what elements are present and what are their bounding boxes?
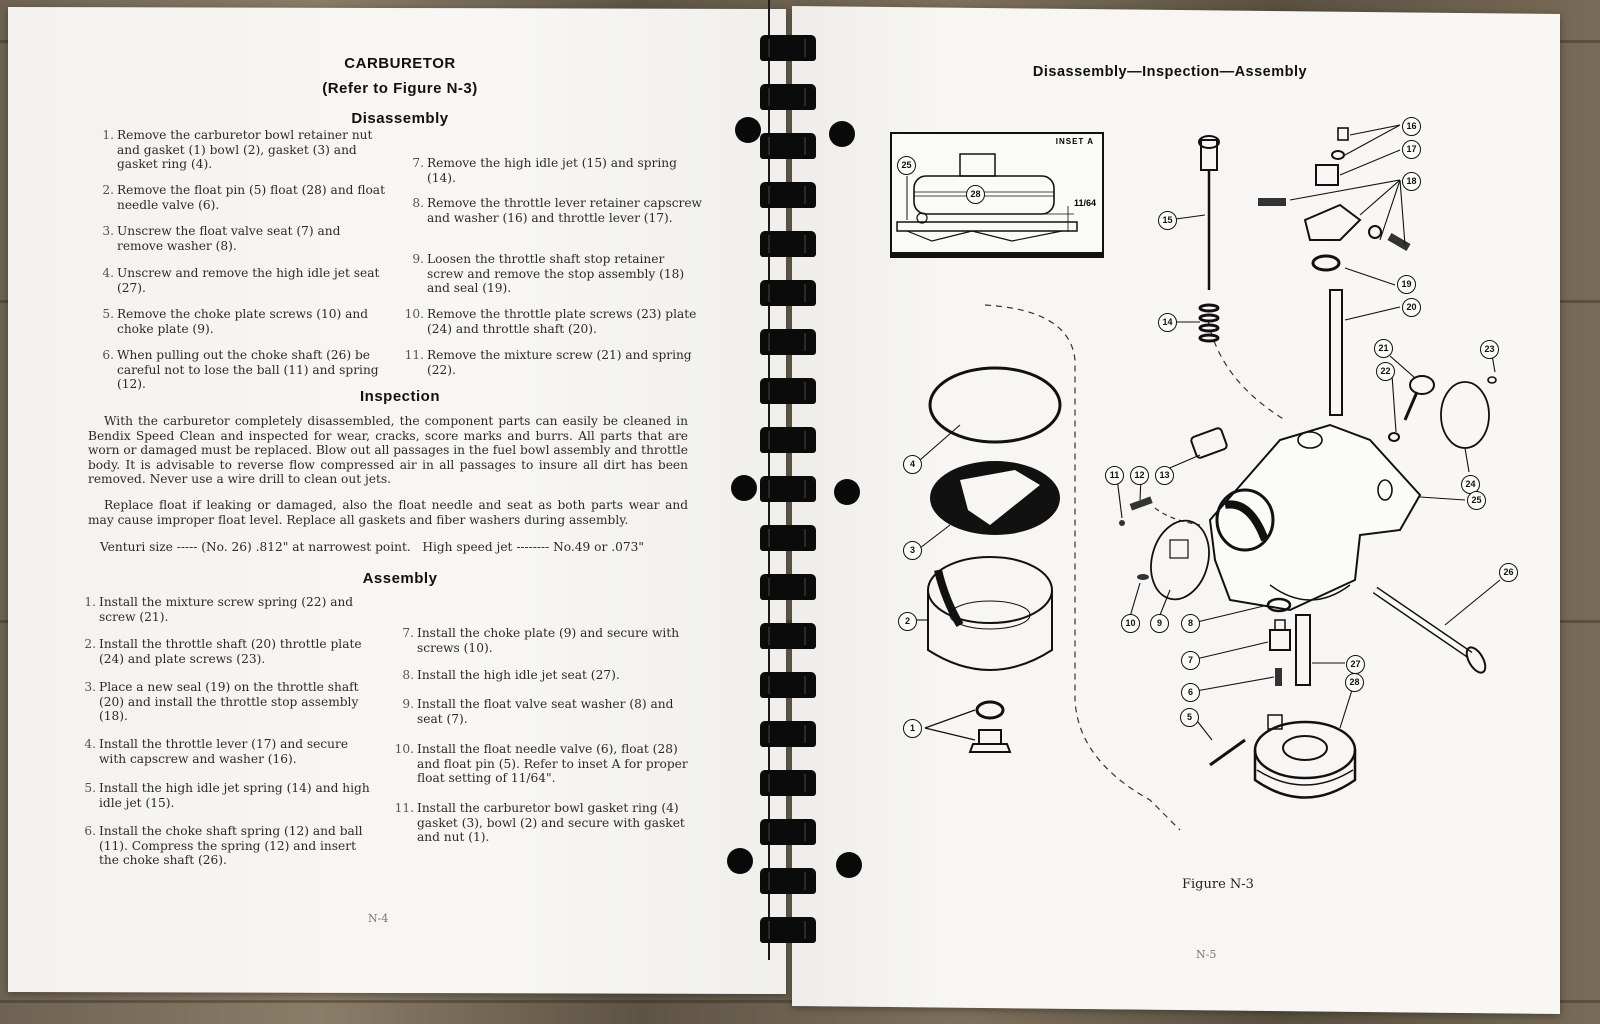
- callout-2: 2: [898, 612, 917, 631]
- callout-25: 25: [1467, 491, 1486, 510]
- callout-12: 12: [1130, 466, 1149, 485]
- callout-17: 17: [1402, 140, 1421, 159]
- assembly-step: 2.Install the throttle shaft (20) thrott…: [84, 637, 362, 666]
- callout-20: 20: [1402, 298, 1421, 317]
- callout-6: 6: [1181, 683, 1200, 702]
- callout-22: 22: [1376, 362, 1395, 381]
- callout-3: 3: [903, 541, 922, 560]
- disassembly-step: 2.Remove the float pin (5) float (28) an…: [102, 183, 385, 212]
- callout-25: 25: [897, 156, 916, 175]
- assembly-heading: Assembly: [362, 570, 438, 587]
- inspection-paragraph: With the carburetor completely disassemb…: [88, 414, 688, 486]
- disassembly-heading: Disassembly: [351, 110, 449, 127]
- assembly-step: 6.Install the choke shaft spring (12) an…: [84, 824, 363, 867]
- inset-label: INSET A: [1055, 137, 1094, 146]
- callout-19: 19: [1397, 275, 1416, 294]
- assembly-step: 10.Install the float needle valve (6), f…: [394, 742, 688, 785]
- disassembly-step: 5.Remove the choke plate screws (10) and…: [102, 307, 369, 336]
- assembly-step: 5.Install the high idle jet spring (14) …: [84, 781, 370, 810]
- disassembly-step: 11.Remove the mixture screw (21) and spr…: [404, 348, 692, 377]
- inset-a: INSET A 25 28 11/64: [890, 132, 1104, 258]
- callout-18: 18: [1402, 172, 1421, 191]
- section-title: CARBURETOR: [344, 55, 456, 72]
- callout-5: 5: [1180, 708, 1199, 727]
- callout-14: 14: [1158, 313, 1177, 332]
- assembly-step: 4.Install the throttle lever (17) and se…: [84, 737, 349, 766]
- spec-line: Venturi size ----- (No. 26) .812" at nar…: [100, 540, 644, 554]
- assembly-step: 7.Install the choke plate (9) and secure…: [402, 626, 680, 655]
- page-header: Disassembly—Inspection—Assembly: [1032, 64, 1308, 80]
- float-setting-dimension: 11/64: [1073, 198, 1096, 208]
- assembly-step: 1.Install the mixture screw spring (22) …: [84, 595, 354, 624]
- callout-24: 24: [1461, 475, 1480, 494]
- float-level-drawing: [896, 153, 1078, 242]
- callout-21: 21: [1374, 339, 1393, 358]
- callout-28: 28: [966, 185, 985, 204]
- callout-10: 10: [1121, 614, 1140, 633]
- page-number-left: N-4: [368, 912, 389, 925]
- callout-8: 8: [1181, 614, 1200, 633]
- callout-7: 7: [1181, 651, 1200, 670]
- disassembly-step: 10.Remove the throttle plate screws (23)…: [404, 307, 697, 336]
- disassembly-step: 4.Unscrew and remove the high idle jet s…: [102, 266, 380, 295]
- assembly-step: 3.Place a new seal (19) on the throttle …: [84, 680, 359, 723]
- callout-26: 26: [1499, 563, 1518, 582]
- callout-1: 1: [903, 719, 922, 738]
- disassembly-step: 9.Loosen the throttle shaft stop retaine…: [412, 252, 685, 295]
- callout-23: 23: [1480, 340, 1499, 359]
- callout-15: 15: [1158, 211, 1177, 230]
- callout-27: 27: [1346, 655, 1365, 674]
- assembly-step: 9.Install the float valve seat washer (8…: [402, 697, 674, 726]
- disassembly-step: 1.Remove the carburetor bowl retainer nu…: [102, 128, 373, 171]
- disassembly-step: 6.When pulling out the choke shaft (26) …: [102, 348, 379, 391]
- callout-28: 28: [1345, 673, 1364, 692]
- disassembly-step: 7.Remove the high idle jet (15) and spri…: [412, 156, 677, 185]
- page-number-right: N-5: [1196, 948, 1217, 961]
- callout-11: 11: [1105, 466, 1124, 485]
- section-subtitle: (Refer to Figure N-3): [322, 80, 478, 97]
- inspection-heading: Inspection: [359, 388, 440, 405]
- assembly-step: 8.Install the high idle jet seat (27).: [402, 668, 620, 682]
- callout-16: 16: [1402, 117, 1421, 136]
- callout-9: 9: [1150, 614, 1169, 633]
- callout-4: 4: [903, 455, 922, 474]
- callout-13: 13: [1155, 466, 1174, 485]
- disassembly-step: 8.Remove the throttle lever retainer cap…: [412, 196, 702, 225]
- figure-caption: Figure N-3: [1182, 877, 1254, 892]
- disassembly-step: 3.Unscrew the float valve seat (7) and r…: [102, 224, 341, 253]
- assembly-step: 11.Install the carburetor bowl gasket ri…: [394, 801, 685, 844]
- inspection-paragraph: Replace float if leaking or damaged, als…: [88, 498, 688, 527]
